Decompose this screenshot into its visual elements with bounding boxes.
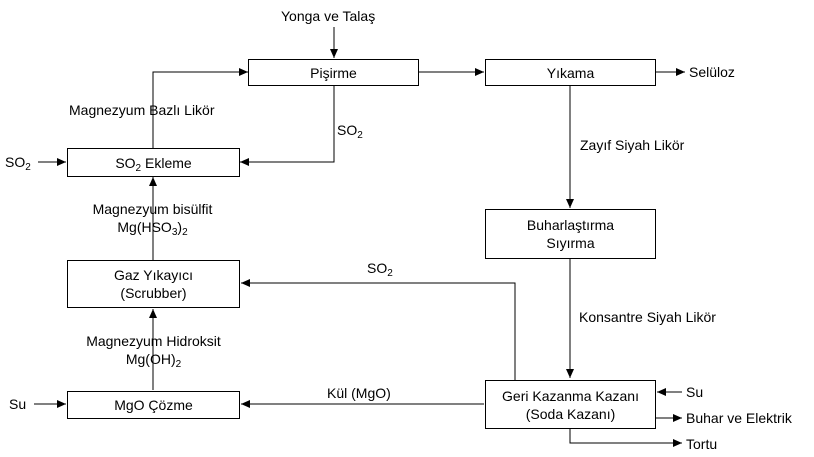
box-geri-kazanma-line1: Geri Kazanma Kazanı xyxy=(502,387,639,404)
arrow-geri-kazanma-to-tortu xyxy=(569,429,682,447)
label-buhar-ve-elektrik: Buhar ve Elektrik xyxy=(686,410,792,426)
box-pisirme: Pişirme xyxy=(248,59,419,86)
box-buharlastirma-line2: Sıyırma xyxy=(546,235,595,251)
box-geri-kazanma: Geri Kazanma Kazanı (Soda Kazanı) xyxy=(485,380,656,429)
label-so2-input: SO2 xyxy=(5,154,31,173)
label-tortu: Tortu xyxy=(686,436,718,452)
box-gaz-yikayici-line2: (Scrubber) xyxy=(120,285,187,301)
label-su-right: Su xyxy=(686,384,704,400)
box-buharlastirma: Buharlaştırma Sıyırma xyxy=(485,209,656,259)
box-so2-ekleme: SO2 Ekleme xyxy=(67,148,240,177)
label-so2-geri-kazanma: SO2 xyxy=(367,260,393,279)
arrow-pisirme-so2-to-ekleme xyxy=(240,86,335,166)
arrow-ekleme-to-pisirme xyxy=(152,68,248,148)
label-yonga-ve-talas: Yonga ve Talaş xyxy=(281,8,376,24)
box-buharlastirma-line1: Buharlaştırma xyxy=(526,217,615,233)
box-yikama-label: Yıkama xyxy=(546,64,595,81)
label-magnezyum-hidroksit: Magnezyum Hidroksit Mg(OH)2 xyxy=(86,333,221,370)
box-geri-kazanma-line2: (Soda Kazanı) xyxy=(525,405,616,422)
box-so2-ekleme-label: SO2 Ekleme xyxy=(115,154,192,174)
label-seluloz: Selüloz xyxy=(689,64,735,80)
label-so2-pisirme: SO2 xyxy=(337,122,363,141)
arrow-geri-kazanma-so2-to-gaz xyxy=(241,279,516,380)
box-yikama: Yıkama xyxy=(485,59,656,86)
label-kul-mgo: Kül (MgO) xyxy=(327,385,391,401)
box-gaz-yikayici-line1: Gaz Yıkayıcı xyxy=(113,267,194,283)
box-pisirme-label: Pişirme xyxy=(310,64,357,81)
label-su-left: Su xyxy=(9,396,27,412)
label-magnezyum-bazli-likor: Magnezyum Bazlı Likör xyxy=(69,102,215,118)
box-mgo-cozme-label: MgO Çözme xyxy=(114,397,193,413)
label-konsantre-siyah-likor: Konsantre Siyah Likör xyxy=(579,309,716,325)
box-gaz-yikayici: Gaz Yıkayıcı (Scrubber) xyxy=(67,260,240,308)
label-magnezyum-bisulfit: Magnezyum bisülfit Mg(HSO3)2 xyxy=(92,201,213,238)
label-zayif-siyah-likor: Zayıf Siyah Likör xyxy=(580,137,685,153)
box-mgo-cozme: MgO Çözme xyxy=(67,391,240,419)
